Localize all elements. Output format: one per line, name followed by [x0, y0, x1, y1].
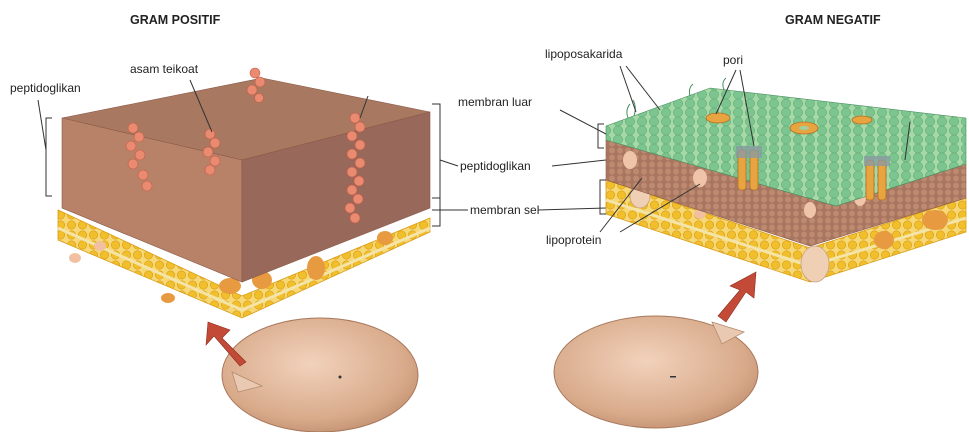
lps-label: lipoposakarida [545, 47, 623, 61]
gram-positive-title: GRAM POSITIF [130, 13, 221, 27]
teichoic-acid-label: asam teikoat [130, 62, 199, 76]
gram-negative-arrow [718, 272, 756, 322]
peptidoglycan-bracket [432, 104, 440, 210]
right-membrane-bracket [600, 180, 606, 214]
gram-negative-title: GRAM NEGATIF [785, 13, 881, 27]
outer-membrane-bracket [598, 124, 604, 148]
shared-peptidoglycan-label: peptidoglikan [460, 159, 531, 173]
porin-label: pori [723, 53, 743, 67]
gram-positive-cell [222, 318, 418, 432]
lipoprotein-label: lipoprotein [546, 233, 601, 247]
outer-membrane-label: membran luar [458, 95, 532, 109]
gram-positive-peptidoglycan-label: peptidoglikan [10, 81, 81, 95]
cell-membrane-label: membran sel [470, 203, 539, 217]
cell-membrane-bracket [432, 198, 440, 226]
